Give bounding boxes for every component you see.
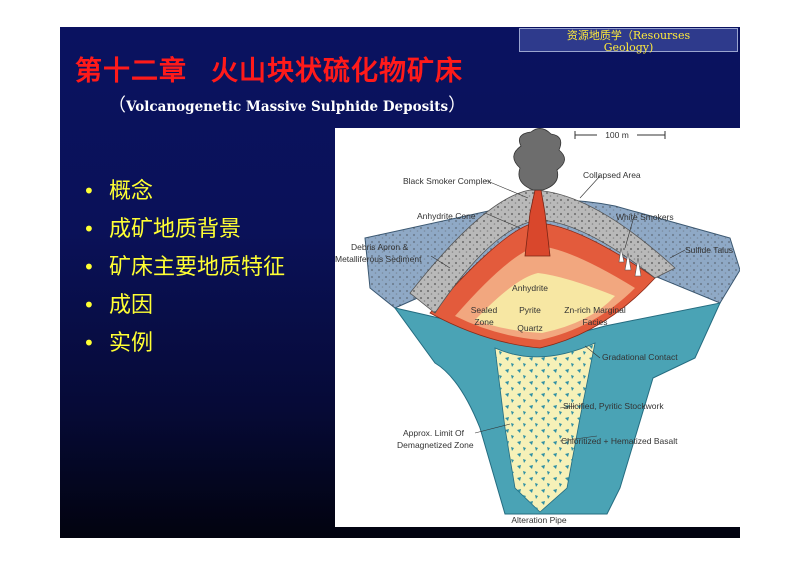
bullet-icon: • <box>83 179 95 203</box>
title-topic: 火山块状硫化物矿床 <box>211 56 463 87</box>
subtitle-open-paren: （ <box>108 95 126 116</box>
bullet-icon: • <box>83 331 95 355</box>
black-smoker-plume <box>513 128 565 191</box>
list-item: •成因 <box>83 286 285 324</box>
list-item: •矿床主要地质特征 <box>83 248 285 286</box>
list-item: •概念 <box>83 172 285 210</box>
scale-label: 100 m <box>605 130 629 140</box>
vms-deposit-diagram: 100 m <box>335 128 740 527</box>
page-subtitle: （Volcanogenetic Massive Sulphide Deposit… <box>108 91 466 117</box>
bullet-icon: • <box>83 217 95 241</box>
label-debris-line2: Metalliferous Sediment <box>335 254 422 264</box>
slide: 资源地质学（Resourses Geology) 第十二章火山块状硫化物矿床 （… <box>60 27 740 538</box>
subtitle-text: Volcanogenetic Massive Sulphide Deposits <box>126 99 449 115</box>
course-tag-line1: 资源地质学（Resourses <box>566 29 691 42</box>
label-debris-line1: Debris Apron & <box>351 242 408 252</box>
list-item: •实例 <box>83 324 285 362</box>
list-item: •成矿地质背景 <box>83 210 285 248</box>
bullet-icon: • <box>83 255 95 279</box>
title-chapter: 第十二章 <box>75 56 187 87</box>
white-smoker-chimneys <box>618 247 642 277</box>
label-alteration-pipe: Alteration Pipe <box>511 515 567 525</box>
label-pyrite: Pyrite <box>519 305 541 315</box>
label-sealed-line1: Sealed <box>471 305 498 315</box>
label-quartz: Quartz <box>517 323 543 333</box>
label-silicified-stockwork: Silicified, Pyritic Stockwork <box>563 401 664 411</box>
subtitle-close-paren: ） <box>448 95 467 116</box>
course-tag: 资源地质学（Resourses Geology) <box>519 28 738 54</box>
label-sulfide-talus: Sulfide Talus <box>685 245 733 255</box>
label-approx-line1: Approx. Limit Of <box>403 428 465 438</box>
label-white-smokers: White Smokers <box>616 212 674 222</box>
label-gradational-contact: Gradational Contact <box>602 352 678 362</box>
label-sealed-line2: Zone <box>474 317 494 327</box>
label-anhydrite: Anhydrite <box>512 283 548 293</box>
bullet-icon: • <box>83 293 95 317</box>
leader-lines <box>430 175 686 442</box>
page-title: 第十二章火山块状硫化物矿床 <box>75 49 463 88</box>
label-znrich-line2: Facies <box>582 317 607 327</box>
topic-list: •概念 •成矿地质背景 •矿床主要地质特征 •成因 •实例 <box>83 172 285 362</box>
course-tag-line2: Geology) <box>603 41 654 54</box>
label-approx-line2: Demagnetized Zone <box>397 440 474 450</box>
label-znrich-line1: Zn-rich Marginal <box>564 305 626 315</box>
scale-bar: 100 m <box>574 129 666 140</box>
label-black-smoker: Black Smoker Complex <box>403 176 492 186</box>
label-anhydrite-cone: Anhydrite Cone <box>417 211 476 221</box>
label-collapsed-area: Collapsed Area <box>583 170 641 180</box>
label-chloritized-basalt: Chloritized + Hematized Basalt <box>561 436 678 446</box>
sulfide-mound-core <box>475 273 615 333</box>
